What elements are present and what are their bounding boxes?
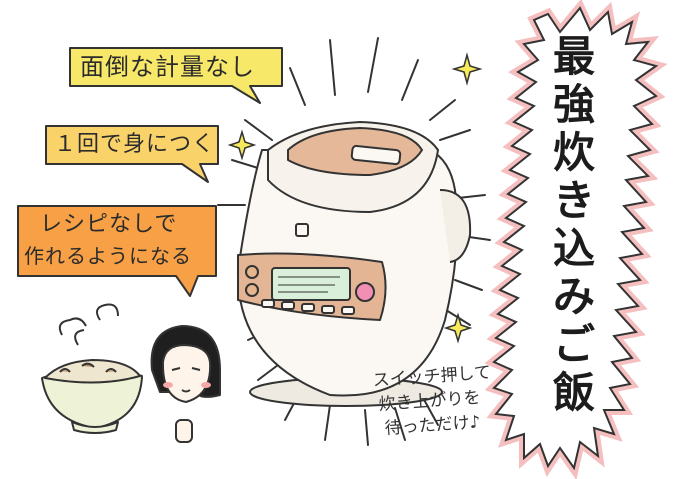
bubble-text-2: １回で身につく [54,132,216,157]
title-char: 飯 [552,368,595,417]
title-char: 込 [552,224,595,273]
rice-bowl-illustration [41,303,143,434]
speech-bubble-3 [17,205,217,297]
speech-bubble-1 [69,47,283,104]
speech-bubble-2 [45,125,219,183]
title-char: 炊 [552,128,595,177]
title-char: き [552,176,595,225]
bubble-text-3-line-2: 作れるようになる [24,244,192,268]
title-char: ご [552,320,595,369]
title-char: 最 [552,32,595,81]
girl-face-illustration [150,325,221,443]
bubble-text-3-line-1: レシピなしで [40,212,178,237]
sparkle-icon [227,52,483,344]
bubble-text-1: 面倒な計量なし [80,53,255,81]
title-burst [484,0,668,479]
title-char: 強 [552,80,595,129]
title-char: み [552,272,595,321]
rice-cooker-illustration [236,121,472,407]
